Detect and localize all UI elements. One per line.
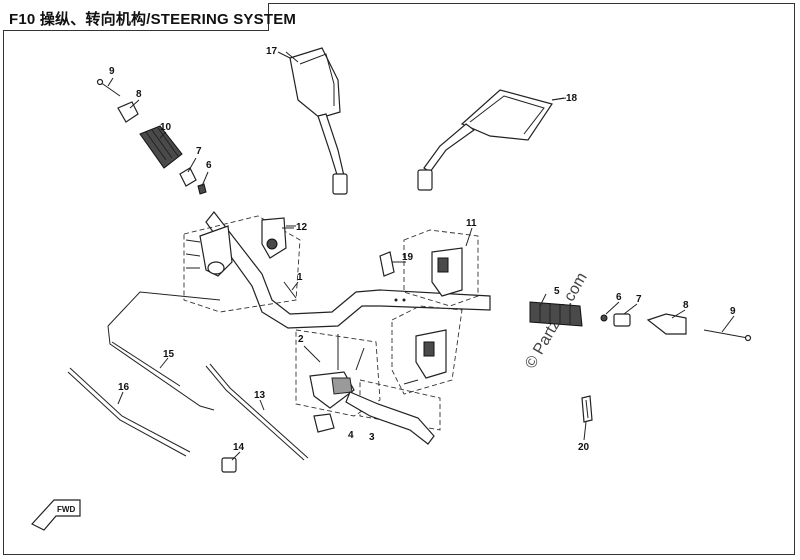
callout-8-right: 8 bbox=[683, 300, 689, 311]
callout-3: 3 bbox=[369, 432, 375, 443]
fwd-arrow-icon: FWD bbox=[31, 499, 81, 531]
handlebar bbox=[205, 211, 491, 329]
callout-6-left: 6 bbox=[206, 160, 212, 171]
callout-7-right: 7 bbox=[636, 294, 642, 305]
callout-6-right: 6 bbox=[616, 292, 622, 303]
small-parts bbox=[221, 395, 593, 473]
mirror-right bbox=[417, 89, 565, 191]
callout-9-right: 9 bbox=[730, 306, 736, 317]
callout-12: 12 bbox=[296, 222, 308, 233]
leader-lines bbox=[107, 51, 735, 461]
left-grip-parts bbox=[96, 78, 207, 195]
left-switch-clamp bbox=[183, 215, 301, 313]
callout-5: 5 bbox=[554, 286, 560, 297]
lever-assembly bbox=[295, 329, 441, 445]
callout-14: 14 bbox=[233, 442, 245, 453]
callout-labels: 1 2 3 4 5 6 6 7 7 8 8 9 9 10 11 12 13 14… bbox=[109, 46, 736, 453]
callout-13: 13 bbox=[254, 390, 266, 401]
callout-16: 16 bbox=[118, 382, 130, 393]
title-box: F10 操纵、转向机构/STEERING SYSTEM bbox=[3, 3, 296, 31]
callout-19: 19 bbox=[402, 252, 414, 263]
mirror-left bbox=[285, 47, 348, 195]
callout-1: 1 bbox=[297, 272, 303, 283]
callout-10: 10 bbox=[160, 122, 172, 133]
fwd-label: FWD bbox=[57, 505, 75, 514]
callout-18: 18 bbox=[566, 93, 578, 104]
callout-17: 17 bbox=[266, 46, 278, 57]
callout-11: 11 bbox=[466, 218, 477, 229]
callout-20: 20 bbox=[578, 442, 590, 453]
diagram-title: F10 操纵、转向机构/STEERING SYSTEM bbox=[9, 11, 297, 28]
callout-2: 2 bbox=[298, 334, 304, 345]
right-switch-housing bbox=[379, 229, 479, 395]
callout-4: 4 bbox=[348, 430, 354, 441]
callout-9-left: 9 bbox=[109, 66, 115, 77]
cables bbox=[67, 291, 309, 461]
diagram-frame bbox=[3, 3, 795, 555]
right-grip-parts bbox=[529, 301, 752, 342]
callout-8-left: 8 bbox=[136, 89, 142, 100]
callout-7-left: 7 bbox=[196, 146, 202, 157]
callout-15: 15 bbox=[163, 349, 175, 360]
